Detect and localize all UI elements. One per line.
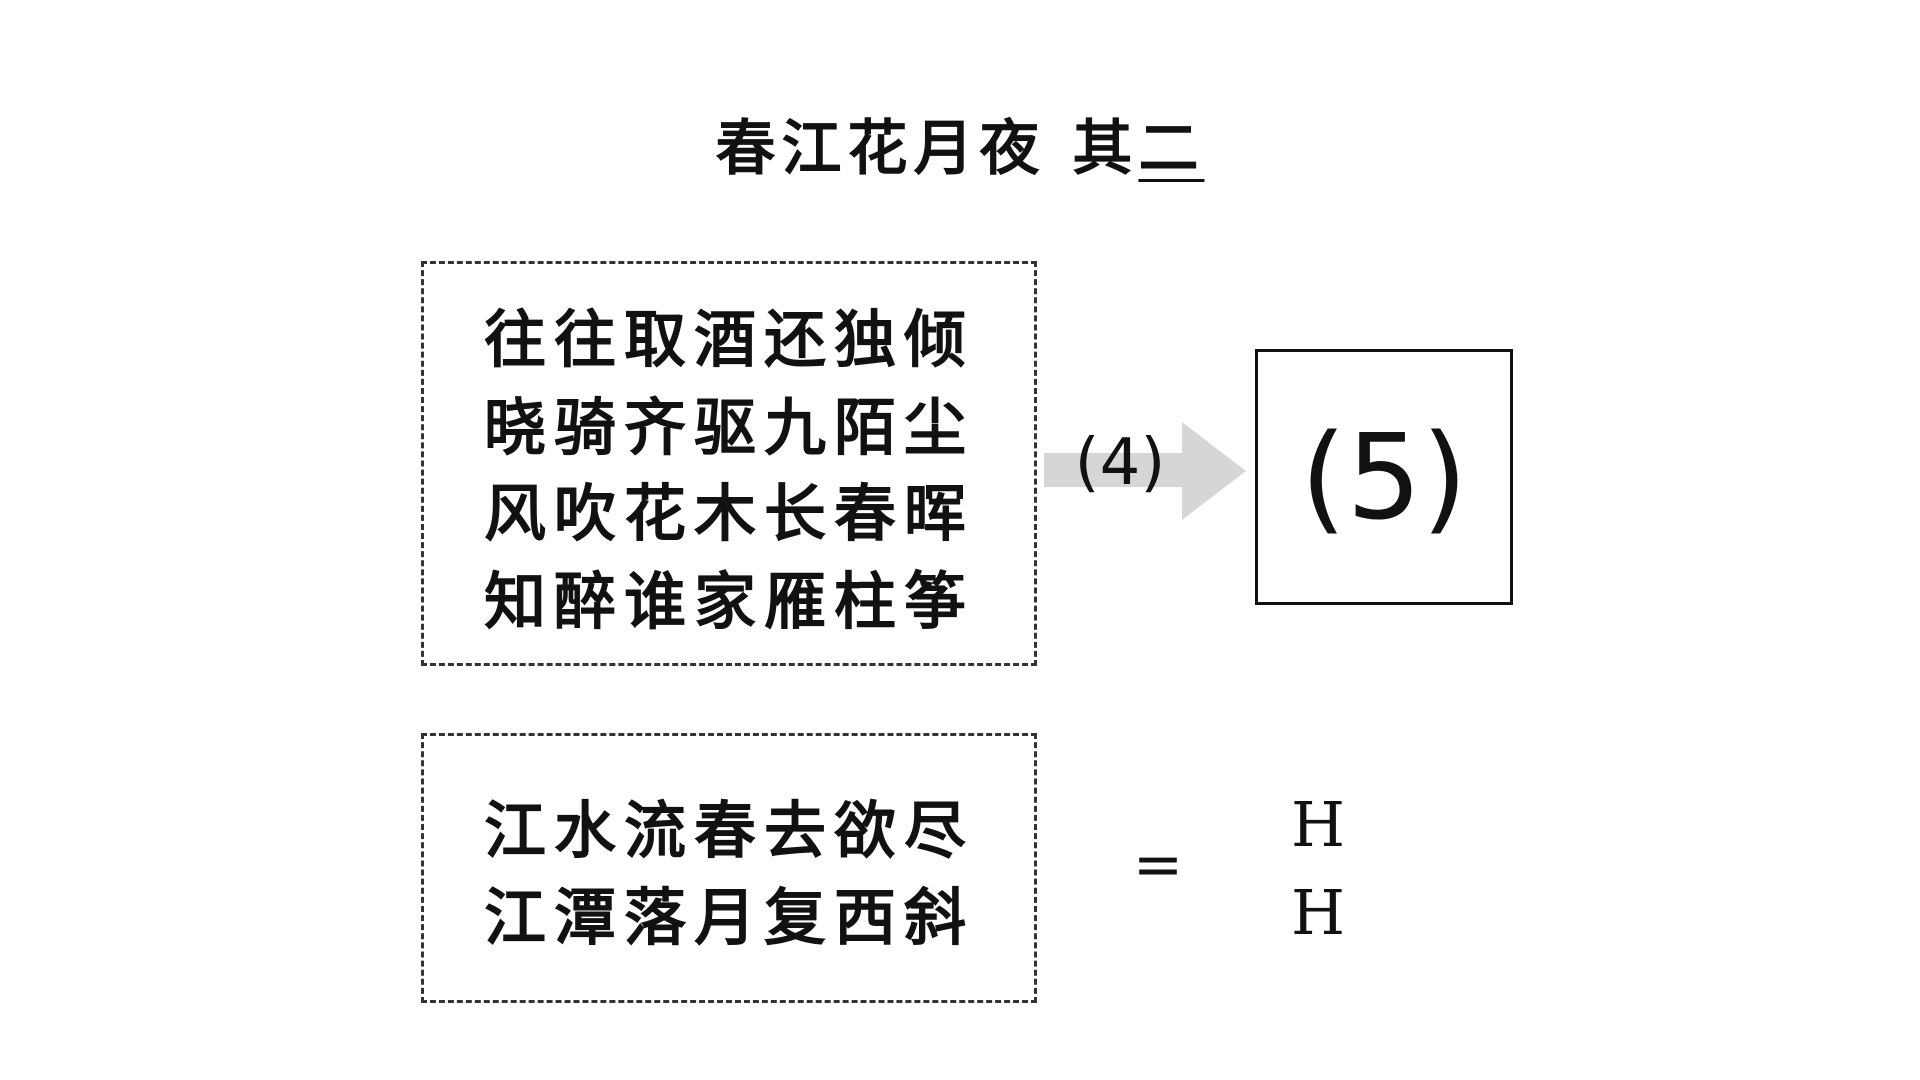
arrow-head-icon xyxy=(1182,422,1246,520)
title-underlined-number: 二 xyxy=(1138,114,1205,184)
poem-box-1: 往往取酒还独倾 晓骑齐驱九陌尘 风吹花木长春晖 知醉谁家雁柱筝 xyxy=(421,261,1037,666)
poem-line: 江水流春去欲尽 xyxy=(483,794,974,867)
title-main: 春江花月夜 其 xyxy=(715,114,1139,184)
poem-line: 江潭落月复西斜 xyxy=(483,881,974,954)
answer-box: (5) xyxy=(1255,349,1513,605)
page-title: 春江花月夜 其二 xyxy=(0,100,1920,187)
poem-line: 风吹花木长春晖 xyxy=(483,477,974,550)
arrow-shaft xyxy=(1044,453,1188,487)
arrow-label: (4) xyxy=(1074,426,1166,500)
tone-mark: H xyxy=(1290,788,1346,861)
answer-label: (5) xyxy=(1300,408,1468,546)
poem-line: 晓骑齐驱九陌尘 xyxy=(483,391,974,464)
poem-line: 往往取酒还独倾 xyxy=(483,303,974,376)
equals-sign: = xyxy=(1132,830,1184,900)
tone-mark: H xyxy=(1290,876,1346,949)
poem-line: 知醉谁家雁柱筝 xyxy=(483,565,974,638)
poem-box-2: 江水流春去欲尽 江潭落月复西斜 xyxy=(421,733,1037,1003)
